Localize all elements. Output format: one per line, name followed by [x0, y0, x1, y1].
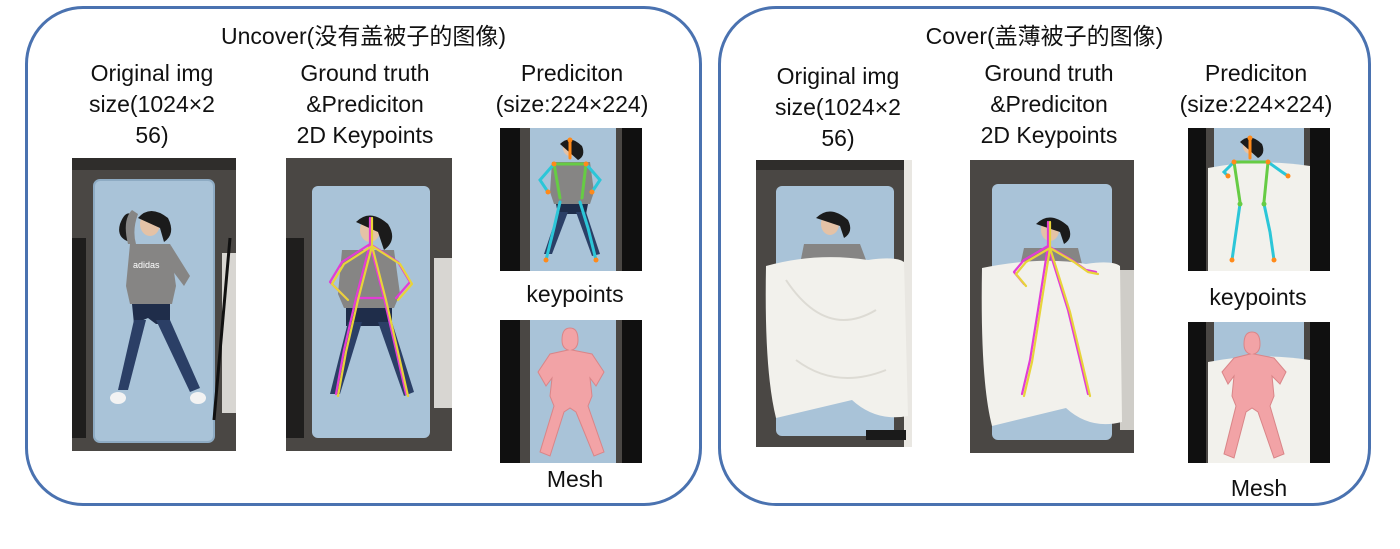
uncover-groundtruth-image — [286, 158, 452, 451]
uncover-mesh-label: Mesh — [546, 466, 604, 492]
cover-prediction-label: Prediciton (size:224×224) — [1156, 58, 1356, 120]
uncover-mesh-image — [500, 320, 642, 463]
cover-keypoints-image — [1188, 128, 1330, 271]
label-line: Original img — [776, 63, 900, 89]
label-line: (size:224×224) — [495, 91, 649, 117]
label-line: Prediciton — [520, 60, 624, 86]
cover-panel: Cover(盖薄被子的图像) — [718, 6, 1371, 506]
label-line: size(1024×2 — [775, 94, 901, 120]
cover-mesh-label: Mesh — [1230, 475, 1288, 501]
label-line: 56) — [821, 125, 855, 151]
uncover-panel: Uncover(没有盖被子的图像) — [25, 6, 702, 506]
uncover-shirt-logo: adidas — [133, 260, 160, 270]
label-line: Ground truth — [984, 60, 1114, 86]
uncover-keypoints-image — [500, 128, 642, 271]
cover-original-image — [756, 160, 912, 447]
uncover-keypoints-label: keypoints — [526, 281, 624, 307]
label-line: 2D Keypoints — [296, 122, 434, 148]
uncover-panel-title: Uncover(没有盖被子的图像) — [221, 23, 506, 49]
label-line: Ground truth — [300, 60, 430, 86]
label-line: size(1024×2 — [89, 91, 215, 117]
uncover-original-image: adidas — [72, 158, 236, 451]
cover-groundtruth-image — [970, 160, 1134, 453]
label-line: Prediciton — [1204, 60, 1308, 86]
label-line: 2D Keypoints — [980, 122, 1118, 148]
label-line: &Prediciton — [990, 91, 1108, 117]
cover-keypoints-label: keypoints — [1209, 284, 1307, 310]
cover-panel-title: Cover(盖薄被子的图像) — [925, 23, 1164, 49]
label-line: (size:224×224) — [1179, 91, 1333, 117]
uncover-groundtruth-label: Ground truth &Prediciton 2D Keypoints — [270, 58, 460, 151]
label-line: &Prediciton — [306, 91, 424, 117]
label-line: 56) — [135, 122, 169, 148]
label-line: Original img — [90, 60, 214, 86]
cover-groundtruth-label: Ground truth &Prediciton 2D Keypoints — [954, 58, 1144, 151]
cover-mesh-image — [1188, 322, 1330, 463]
uncover-prediction-label: Prediciton (size:224×224) — [472, 58, 672, 120]
uncover-original-label: Original img size(1024×2 56) — [62, 58, 242, 151]
cover-original-label: Original img size(1024×2 56) — [748, 61, 928, 154]
